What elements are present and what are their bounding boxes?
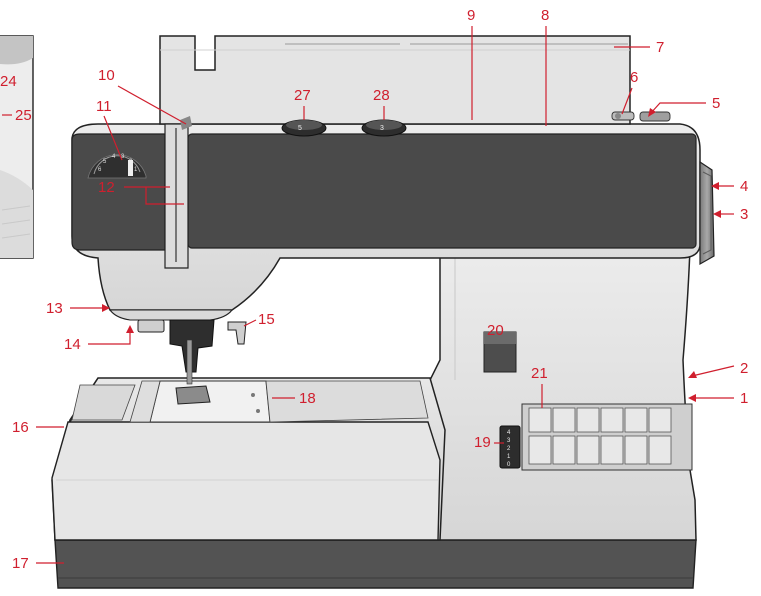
callout-21-label: 21 xyxy=(531,365,548,382)
stitch-button[interactable] xyxy=(624,435,648,465)
callout-28-label: 28 xyxy=(373,87,390,104)
callout-2-arrowhead xyxy=(688,371,697,378)
top-lid xyxy=(159,35,631,125)
presser-foot xyxy=(175,385,211,405)
callout-8-label: 8 xyxy=(541,7,549,24)
svg-text:0: 0 xyxy=(507,462,511,468)
inset-detail xyxy=(0,35,34,259)
callout-19-label: 19 xyxy=(474,434,491,451)
callout-9-label: 9 xyxy=(467,7,475,24)
callout-7-label: 7 xyxy=(656,39,664,56)
dial-tick-5: 5 xyxy=(103,159,107,165)
stitch-button[interactable] xyxy=(648,435,672,465)
callout-1-label: 1 xyxy=(740,390,748,407)
svg-text:3: 3 xyxy=(380,125,384,132)
dial-tick-6: 6 xyxy=(98,167,102,173)
callout-14-arrowhead xyxy=(126,325,134,333)
svg-text:1: 1 xyxy=(507,454,511,460)
callout-14-leader xyxy=(88,330,131,345)
callout-4-arrowhead xyxy=(711,182,719,190)
callout-5-arrowhead xyxy=(648,108,656,117)
stitch-button[interactable] xyxy=(576,407,600,433)
reverse-button[interactable] xyxy=(483,331,517,373)
callout-5-label: 5 xyxy=(712,95,720,112)
callout-4-label: 4 xyxy=(740,178,748,195)
presser-foot-lever[interactable] xyxy=(227,321,247,345)
stitch-button[interactable] xyxy=(528,435,552,465)
callout-17-label: 17 xyxy=(12,555,29,572)
callout-6-leader xyxy=(621,87,633,115)
stitch-width-wheel[interactable]: 4 3 2 1 0 xyxy=(499,425,521,469)
dial-tick-4: 4 xyxy=(112,154,116,160)
callout-11-leader xyxy=(103,115,123,161)
stitch-length-dial[interactable]: 6 5 4 3 2 1 xyxy=(87,154,147,179)
callout-10-label: 10 xyxy=(98,67,115,84)
dial-tick-3: 3 xyxy=(121,154,125,160)
stitch-button[interactable] xyxy=(600,407,624,433)
callout-20-label: 20 xyxy=(487,322,504,339)
handwheel[interactable] xyxy=(699,160,715,266)
svg-text:4: 4 xyxy=(507,430,511,436)
stitch-button[interactable] xyxy=(624,407,648,433)
callout-24-label: 24 xyxy=(0,73,17,90)
machine-base xyxy=(54,539,697,589)
stitch-button[interactable] xyxy=(648,407,672,433)
callout-3-label: 3 xyxy=(740,206,748,223)
callout-12-leader xyxy=(124,186,184,205)
callout-2-label: 2 xyxy=(740,360,748,377)
callout-3-arrowhead xyxy=(713,210,721,218)
dial-tick-1: 1 xyxy=(134,167,138,173)
callout-2-leader xyxy=(691,365,735,377)
callout-1-arrowhead xyxy=(688,394,696,402)
callout-12-label: 12 xyxy=(98,179,115,196)
needle xyxy=(186,339,193,385)
svg-text:3: 3 xyxy=(507,438,511,444)
stitch-button[interactable] xyxy=(552,435,576,465)
front-panel-main xyxy=(187,133,697,249)
callout-16-label: 16 xyxy=(12,419,29,436)
callout-18-label: 18 xyxy=(299,390,316,407)
callout-13-arrowhead xyxy=(102,304,110,312)
svg-text:5: 5 xyxy=(298,125,302,132)
stitch-selection-buttons xyxy=(521,403,693,471)
svg-text:2: 2 xyxy=(507,446,511,452)
accessory-tray xyxy=(51,421,441,541)
callout-13-label: 13 xyxy=(46,300,63,317)
stitch-button[interactable] xyxy=(600,435,624,465)
machine-body xyxy=(429,247,697,541)
callout-11-label: 11 xyxy=(96,98,112,115)
callout-10-leader xyxy=(117,85,187,125)
stitch-width-knob[interactable]: 3 xyxy=(361,119,407,137)
callout-15-leader xyxy=(243,319,257,327)
stitch-button[interactable] xyxy=(552,407,576,433)
stitch-button[interactable] xyxy=(528,407,552,433)
stitch-button[interactable] xyxy=(576,435,600,465)
callout-15-label: 15 xyxy=(258,311,275,328)
thread-tension-knob[interactable]: 5 xyxy=(281,119,327,137)
thread-cutter xyxy=(137,319,165,333)
callout-6-label: 6 xyxy=(630,69,638,86)
callout-27-label: 27 xyxy=(294,87,311,104)
callout-14-label: 14 xyxy=(64,336,81,353)
bobbin-winder xyxy=(639,111,671,122)
callout-25-label: 25 xyxy=(15,107,32,124)
